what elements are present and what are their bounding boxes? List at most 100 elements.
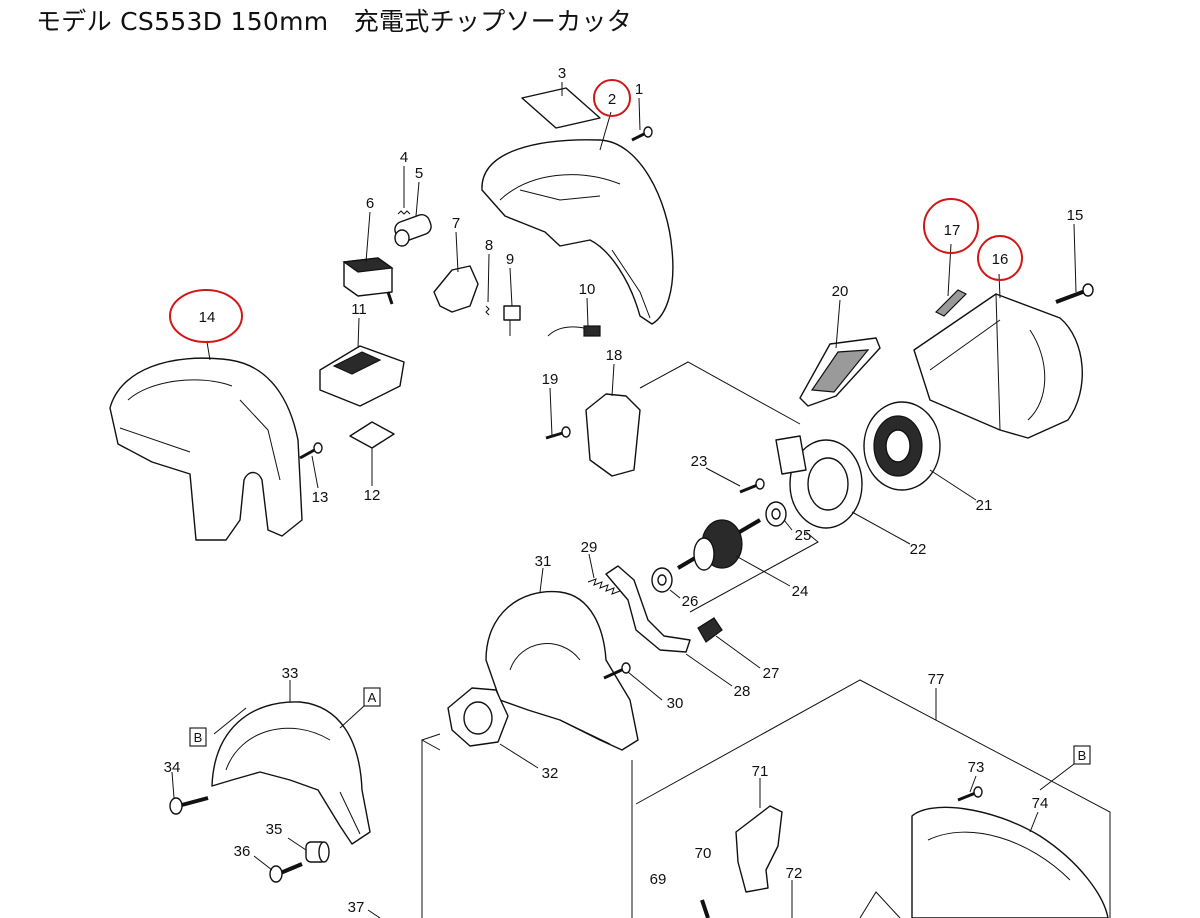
leader-lines — [171, 82, 1111, 918]
part-number-19: 19 — [542, 371, 559, 388]
part-19-shape — [545, 426, 571, 440]
part-11-shape — [319, 345, 405, 407]
part-24-shape — [676, 518, 762, 571]
highlight-circle-16 — [977, 235, 1023, 281]
part-number-24: 24 — [792, 583, 809, 600]
part-23-shape — [739, 478, 765, 494]
part-number-5: 5 — [415, 165, 423, 182]
part-number-28: 28 — [734, 683, 751, 700]
part-31-detail — [509, 643, 611, 745]
part-4-shape — [397, 210, 411, 215]
part-22-shape — [775, 435, 863, 529]
part-2-detail — [499, 174, 651, 319]
part-34-shape — [169, 796, 209, 815]
highlight-circle-17 — [923, 198, 979, 254]
part-number-30: 30 — [667, 695, 684, 712]
part-32-shape — [447, 687, 509, 747]
part-number-33: 33 — [282, 665, 299, 682]
reference-box-b: B — [1073, 745, 1091, 765]
part-27-shape — [697, 617, 723, 643]
part-number-25: 25 — [795, 527, 812, 544]
part-number-71: 71 — [752, 763, 769, 780]
part-3-shape — [521, 87, 601, 129]
part-74-shape — [911, 806, 1109, 918]
part-number-6: 6 — [366, 195, 374, 212]
reference-label: A — [368, 690, 377, 705]
part-16-detail — [929, 293, 1046, 431]
part-number-20: 20 — [832, 283, 849, 300]
part-13-shape — [299, 442, 323, 460]
part-12-shape — [349, 421, 395, 449]
part-number-12: 12 — [364, 487, 381, 504]
part-10-shape — [547, 325, 601, 337]
part-number-32: 32 — [542, 765, 559, 782]
part-number-18: 18 — [606, 347, 623, 364]
part-number-14: 14 — [199, 309, 216, 326]
part-number-17: 17 — [944, 222, 961, 239]
part-14-detail — [119, 379, 281, 481]
part-number-16: 16 — [992, 251, 1009, 268]
part-1-shape — [631, 126, 653, 142]
part-71-shape — [735, 805, 783, 893]
part-number-15: 15 — [1067, 207, 1084, 224]
part-number-77: 77 — [928, 671, 945, 688]
page-title: モデル CS553D 150mm 充電式チップソーカッタ — [36, 7, 633, 36]
part-33-shape — [211, 701, 371, 845]
reference-label: B — [194, 730, 203, 745]
part-29-shape — [587, 578, 621, 595]
part-2-shape — [481, 139, 674, 325]
part-number-13: 13 — [312, 489, 329, 506]
part-15-shape — [1055, 283, 1094, 304]
part-35-shape — [305, 841, 330, 863]
part-70-shape — [700, 899, 710, 918]
part-14-shape — [109, 357, 303, 541]
part-number-36: 36 — [234, 843, 251, 860]
part-number-23: 23 — [691, 453, 708, 470]
part-number-11: 11 — [351, 301, 367, 318]
part-number-31: 31 — [535, 553, 552, 570]
part-number-27: 27 — [763, 665, 780, 682]
part-number-29: 29 — [581, 539, 598, 556]
part-number-7: 7 — [452, 215, 460, 232]
part-17-shape — [934, 289, 968, 317]
part-7-shape — [433, 265, 479, 313]
part-number-10: 10 — [579, 281, 596, 298]
part-28-shape — [605, 565, 691, 653]
part-number-22: 22 — [910, 541, 927, 558]
highlight-circle-14 — [169, 289, 243, 343]
reference-box-a: A — [363, 687, 381, 707]
part-number-35: 35 — [266, 821, 283, 838]
part-21-shape — [863, 401, 941, 491]
part-number-21: 21 — [976, 497, 993, 514]
part-number-labels: 1 2 3 4 5 6 7 8 9 10 11 12 13 14 15 16 1… — [164, 65, 1084, 916]
part-73-shape — [957, 786, 983, 802]
part-18-shape — [585, 393, 641, 477]
part-number-37: 37 — [348, 899, 365, 916]
part-number-70: 70 — [695, 845, 712, 862]
part-20-shape — [799, 337, 881, 407]
part-6-shape — [342, 257, 394, 305]
part-number-73: 73 — [968, 759, 985, 776]
highlight-circle-2 — [593, 79, 631, 117]
part-number-69: 69 — [650, 871, 667, 888]
part-36-shape — [269, 862, 303, 883]
part-30-shape — [603, 662, 631, 680]
part-number-72: 72 — [786, 865, 803, 882]
part-number-8: 8 — [485, 237, 493, 254]
part-number-26: 26 — [682, 593, 699, 610]
part-31-shape — [485, 590, 639, 751]
part-33-detail — [225, 727, 361, 835]
part-25-shape — [765, 501, 787, 527]
part-number-4: 4 — [400, 149, 408, 166]
part-number-9: 9 — [506, 251, 514, 268]
part-9-shape — [503, 305, 521, 336]
part-number-2: 2 — [608, 91, 616, 108]
part-8-shape — [485, 305, 490, 316]
reference-box-b: B — [189, 727, 207, 747]
part-number-34: 34 — [164, 759, 181, 776]
part-number-3: 3 — [558, 65, 566, 82]
part-5-shape — [394, 214, 432, 247]
part-number-1: 1 — [635, 81, 643, 98]
part-26-shape — [651, 567, 673, 593]
